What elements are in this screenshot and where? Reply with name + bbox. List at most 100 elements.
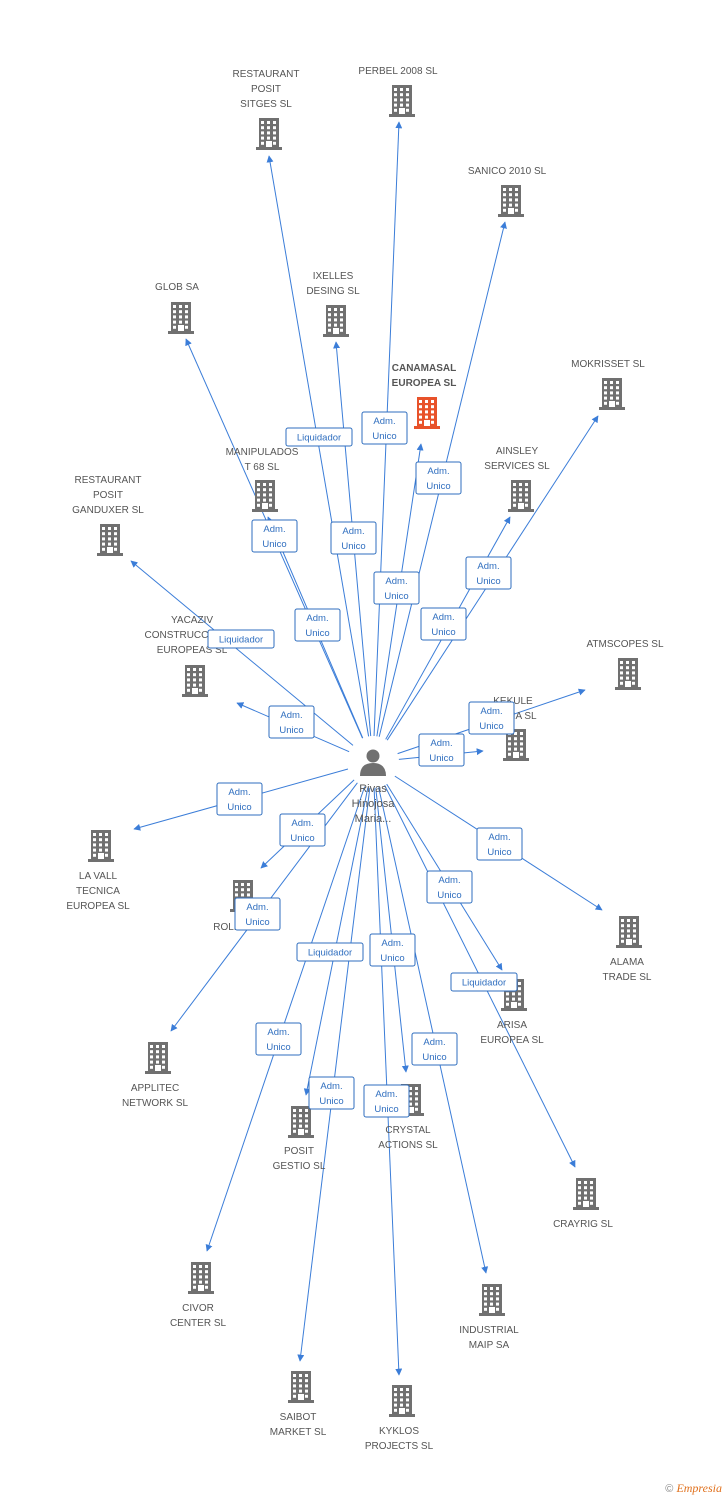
building-icon[interactable] (414, 397, 440, 429)
brand-logo[interactable]: Empresia (676, 1481, 722, 1495)
badge-label: Unico (479, 721, 503, 732)
role-badge-adm-unico[interactable]: Adm.Unico (411, 1032, 458, 1066)
edge-restaurant-posit-ganduxer (130, 560, 354, 746)
node-crayrig[interactable]: CRAYRIG SL (553, 1178, 613, 1230)
building-icon[interactable] (288, 1371, 314, 1403)
badge-label: Liquidador (462, 978, 506, 989)
node-perbel-2008[interactable]: PERBEL 2008 SL (358, 66, 438, 117)
role-badge-adm-unico[interactable]: Adm.Unico (476, 827, 523, 861)
role-badge-adm-unico[interactable]: Adm.Unico (234, 897, 281, 931)
building-icon[interactable] (97, 524, 123, 556)
node-atmscopes[interactable]: ATMSCOPES SL (586, 639, 664, 690)
building-icon[interactable] (188, 1262, 214, 1294)
building-icon[interactable] (498, 185, 524, 217)
copyright-symbol: © (665, 1483, 674, 1495)
role-badge-adm-unico[interactable]: Adm. Unico (426, 870, 473, 904)
badge-label: Unico (384, 591, 408, 602)
badge-label: Unico (262, 539, 286, 550)
badge-label: Unico (437, 890, 461, 901)
badge-label: Adm. (263, 524, 285, 535)
badge-label: Unico (487, 847, 511, 858)
building-icon[interactable] (145, 1042, 171, 1074)
role-badge-adm-unico[interactable]: Adm.Unico (415, 461, 462, 495)
role-badge-liquidador[interactable]: Liquidador (450, 972, 518, 992)
building-icon[interactable] (616, 916, 642, 948)
role-badge-adm-unico[interactable]: Adm.Unico (216, 782, 263, 816)
node-sanico-2010[interactable]: SANICO 2010 SL (468, 166, 547, 217)
role-badge-adm-unico[interactable]: Adm.Unico (279, 813, 326, 847)
building-icon[interactable] (323, 305, 349, 337)
role-badge-adm-unico[interactable]: Adm.Unico (468, 701, 515, 735)
role-badge-adm-unico[interactable]: Adm. Unico (251, 519, 298, 553)
node-mokrisset[interactable]: MOKRISSET SL (571, 359, 645, 410)
badge-label: Adm. (427, 466, 449, 477)
badge-label: Adm. (438, 875, 460, 886)
role-badge-adm-unico[interactable]: Adm.Unico (373, 571, 420, 605)
building-icon[interactable] (389, 85, 415, 117)
building-icon[interactable] (503, 729, 529, 761)
building-icon[interactable] (88, 830, 114, 862)
role-badge-adm-unico[interactable]: Adm.Unico (420, 607, 467, 641)
node-label: ATMSCOPES SL (586, 639, 663, 650)
badge-label: Unico (290, 833, 314, 844)
badge-label: Unico (380, 953, 404, 964)
role-badge-adm-unico[interactable]: Adm. Unico (363, 1084, 410, 1118)
building-icon[interactable] (182, 665, 208, 697)
badge-label: Adm. (381, 938, 403, 949)
role-badge-adm-unico[interactable]: Adm. Unico (369, 933, 416, 967)
node-glob-sa[interactable]: GLOB SA (155, 282, 199, 334)
role-badge-adm-unico[interactable]: Adm.Unico (294, 608, 341, 642)
building-icon[interactable] (508, 480, 534, 512)
building-icon[interactable] (615, 658, 641, 690)
role-badge-liquidador[interactable]: Liquidador (207, 629, 275, 649)
building-icon[interactable] (599, 378, 625, 410)
building-icon[interactable] (389, 1385, 415, 1417)
building-icon[interactable] (479, 1284, 505, 1316)
badge-label: Adm. (423, 1037, 445, 1048)
role-badge-adm-unico[interactable]: Adm.Unico (308, 1076, 355, 1110)
node-label: MOKRISSET SL (571, 359, 645, 370)
edge-kyklos-projects (373, 787, 403, 1376)
building-icon[interactable] (168, 302, 194, 334)
role-badge-adm-unico[interactable]: Adm.Unico (465, 556, 512, 590)
role-badge-adm-unico[interactable]: Adm.Unico (418, 733, 465, 767)
badge-label: Adm. (375, 1089, 397, 1100)
building-icon[interactable] (573, 1178, 599, 1210)
role-badge-adm-unico[interactable]: Adm.Unico (361, 411, 408, 445)
role-badge-adm-unico[interactable]: Adm.Unico (255, 1022, 302, 1056)
building-icon[interactable] (288, 1106, 314, 1138)
role-badge-adm-unico[interactable]: Adm.Unico (330, 521, 377, 555)
role-badge-adm-unico[interactable]: Adm.Unico (268, 705, 315, 739)
badge-label: Adm. (432, 612, 454, 623)
badge-label: Unico (266, 1042, 290, 1053)
building-icon[interactable] (256, 118, 282, 150)
badge-label: Unico (374, 1104, 398, 1115)
role-badge-liquidador[interactable]: Liquidador (296, 942, 364, 962)
badge-label: Adm. (320, 1081, 342, 1092)
role-badge-liquidador[interactable]: Liquidador (285, 427, 353, 447)
building-icon[interactable] (252, 480, 278, 512)
